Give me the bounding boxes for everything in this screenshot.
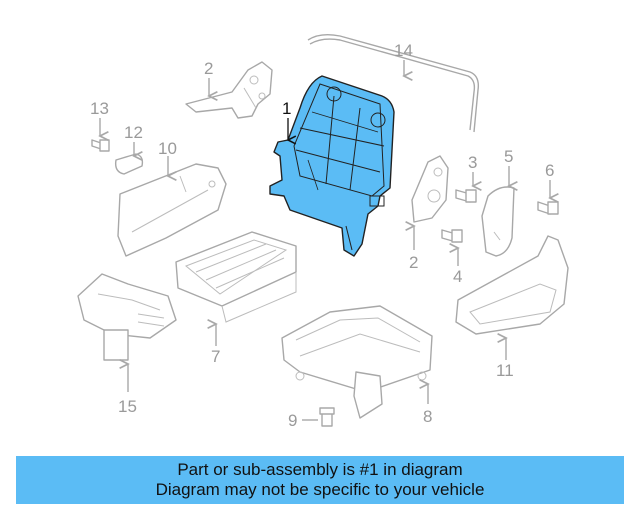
callout-12: 12 — [124, 123, 143, 142]
part-10-shield — [117, 163, 227, 257]
part-12-knob — [114, 153, 144, 175]
callout-2-lower: 2 — [409, 253, 418, 272]
part-1-seat-back-frame — [269, 75, 395, 257]
callout-5: 5 — [504, 147, 513, 166]
callout-4: 4 — [453, 267, 462, 286]
callout-13: 13 — [90, 99, 109, 118]
part-9-bolt — [319, 407, 335, 427]
part-5-cover — [481, 186, 515, 257]
callout-2-upper: 2 — [204, 59, 213, 78]
callout-11: 11 — [496, 361, 514, 380]
callout-6: 6 — [545, 161, 554, 180]
callout-14: 14 — [394, 41, 413, 60]
part-2-recliner-plate — [411, 155, 449, 223]
part-3-bolt — [455, 189, 477, 203]
part-15-bracket — [77, 273, 177, 361]
info-banner: Part or sub-assembly is #1 in diagram Di… — [16, 456, 624, 504]
part-13-bolt — [91, 139, 110, 152]
callout-7: 7 — [211, 347, 220, 366]
part-11-trim — [455, 235, 569, 335]
part-14-wire — [307, 33, 480, 133]
parts-diagram: 1 2 2 3 4 5 6 7 8 9 10 11 12 13 14 15 — [77, 33, 569, 430]
part-6-bolt — [537, 201, 559, 215]
part-8-track — [281, 305, 433, 419]
banner-line-1: Part or sub-assembly is #1 in diagram — [177, 460, 463, 479]
callout-3: 3 — [468, 153, 477, 172]
leader-lines — [100, 60, 550, 421]
callout-8: 8 — [423, 407, 432, 426]
callout-15: 15 — [118, 397, 137, 416]
part-2-upper-bracket — [185, 61, 273, 119]
callout-9: 9 — [288, 411, 297, 430]
part-4-bolt — [441, 229, 463, 243]
part-7-cushion-frame — [175, 231, 297, 323]
callout-10: 10 — [158, 139, 177, 158]
banner-line-2: Diagram may not be specific to your vehi… — [155, 480, 485, 499]
callout-1: 1 — [282, 99, 291, 118]
